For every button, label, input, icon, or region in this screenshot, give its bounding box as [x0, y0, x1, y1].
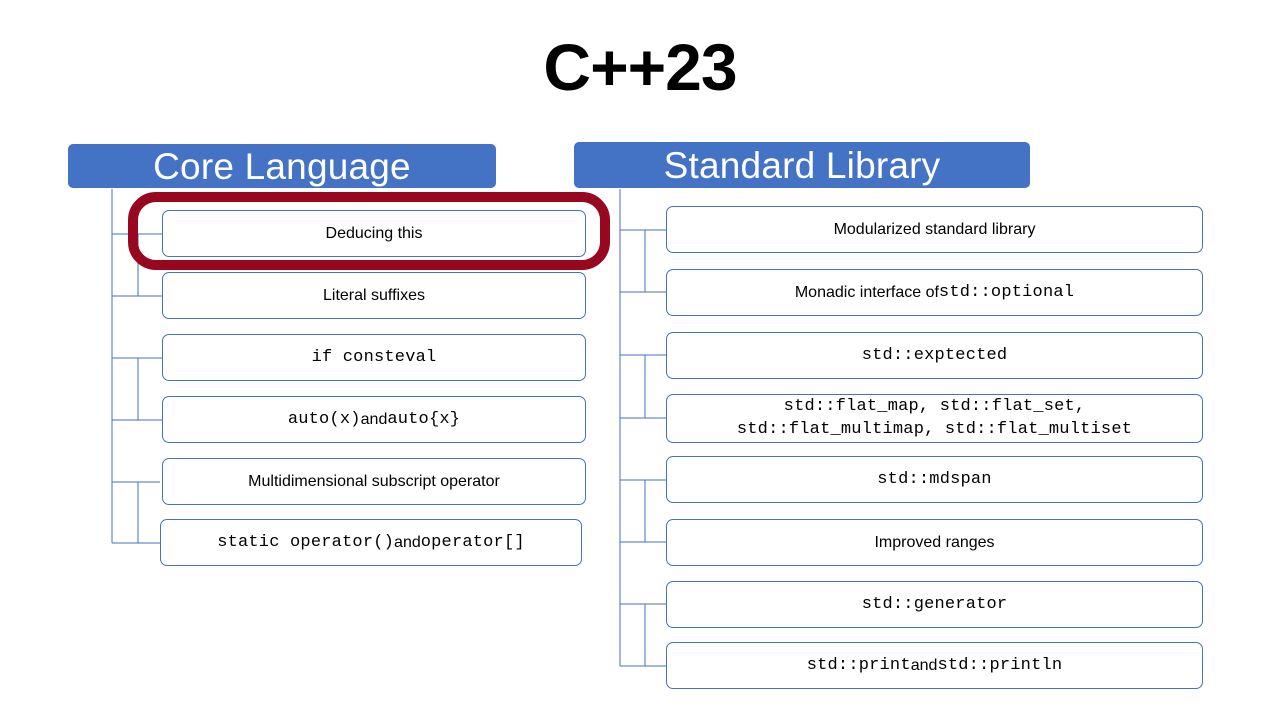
item-label: if consteval — [311, 347, 437, 367]
item-std-mdspan[interactable]: std::mdspan — [666, 456, 1203, 503]
column-header-core-language[interactable]: Core Language — [68, 144, 496, 188]
item-monadic-interface-optional[interactable]: Monadic interface of std::optional — [666, 269, 1203, 316]
item-multidimensional-subscript-operator[interactable]: Multidimensional subscript operator — [162, 458, 586, 505]
item-label: Deducing this — [325, 224, 423, 242]
item-literal-suffixes[interactable]: Literal suffixes — [162, 272, 586, 319]
item-flat-containers[interactable]: std::flat_map, std::flat_set, std::flat_… — [666, 394, 1203, 443]
item-deducing-this[interactable]: Deducing this — [162, 210, 586, 257]
item-label-conjunction: and — [360, 410, 388, 428]
item-label-line-1: std::flat_map, std::flat_set, — [783, 397, 1086, 417]
item-auto-parens-braces[interactable]: auto(x) and auto{x} — [162, 396, 586, 443]
page-title: C++23 — [543, 30, 737, 104]
item-label-line-2: std::flat_multimap, std::flat_multiset — [736, 419, 1133, 439]
item-label: std::mdspan — [877, 469, 992, 489]
item-label: Literal suffixes — [323, 286, 425, 304]
item-label: Improved ranges — [874, 533, 995, 551]
item-label-code-1: std::print — [806, 655, 911, 675]
item-if-consteval[interactable]: if consteval — [162, 334, 586, 381]
item-label-conjunction: and — [910, 656, 938, 674]
item-label: std::generator — [861, 594, 1008, 614]
item-std-generator[interactable]: std::generator — [666, 581, 1203, 628]
item-label-conjunction: and — [394, 533, 421, 551]
item-static-operator[interactable]: static operator() and operator[] — [160, 519, 582, 566]
item-modularized-standard-library[interactable]: Modularized standard library — [666, 206, 1203, 253]
item-label-code-2: operator[] — [420, 532, 525, 552]
item-std-exptected[interactable]: std::exptected — [666, 332, 1203, 379]
item-label-code: std::optional — [938, 282, 1075, 302]
item-label-prefix: Monadic interface of — [794, 283, 939, 301]
item-label-code-2: std::println — [937, 655, 1063, 675]
column-header-standard-library[interactable]: Standard Library — [574, 142, 1030, 188]
item-label: Multidimensional subscript operator — [248, 472, 500, 490]
item-std-print-println[interactable]: std::print and std::println — [666, 642, 1203, 689]
item-improved-ranges[interactable]: Improved ranges — [666, 519, 1203, 566]
item-label-code-1: static operator() — [217, 532, 395, 552]
item-label-code-1: auto(x) — [287, 409, 361, 429]
item-label: std::exptected — [861, 345, 1008, 365]
item-label: Modularized standard library — [833, 220, 1036, 238]
item-label-code-2: auto{x} — [387, 409, 461, 429]
